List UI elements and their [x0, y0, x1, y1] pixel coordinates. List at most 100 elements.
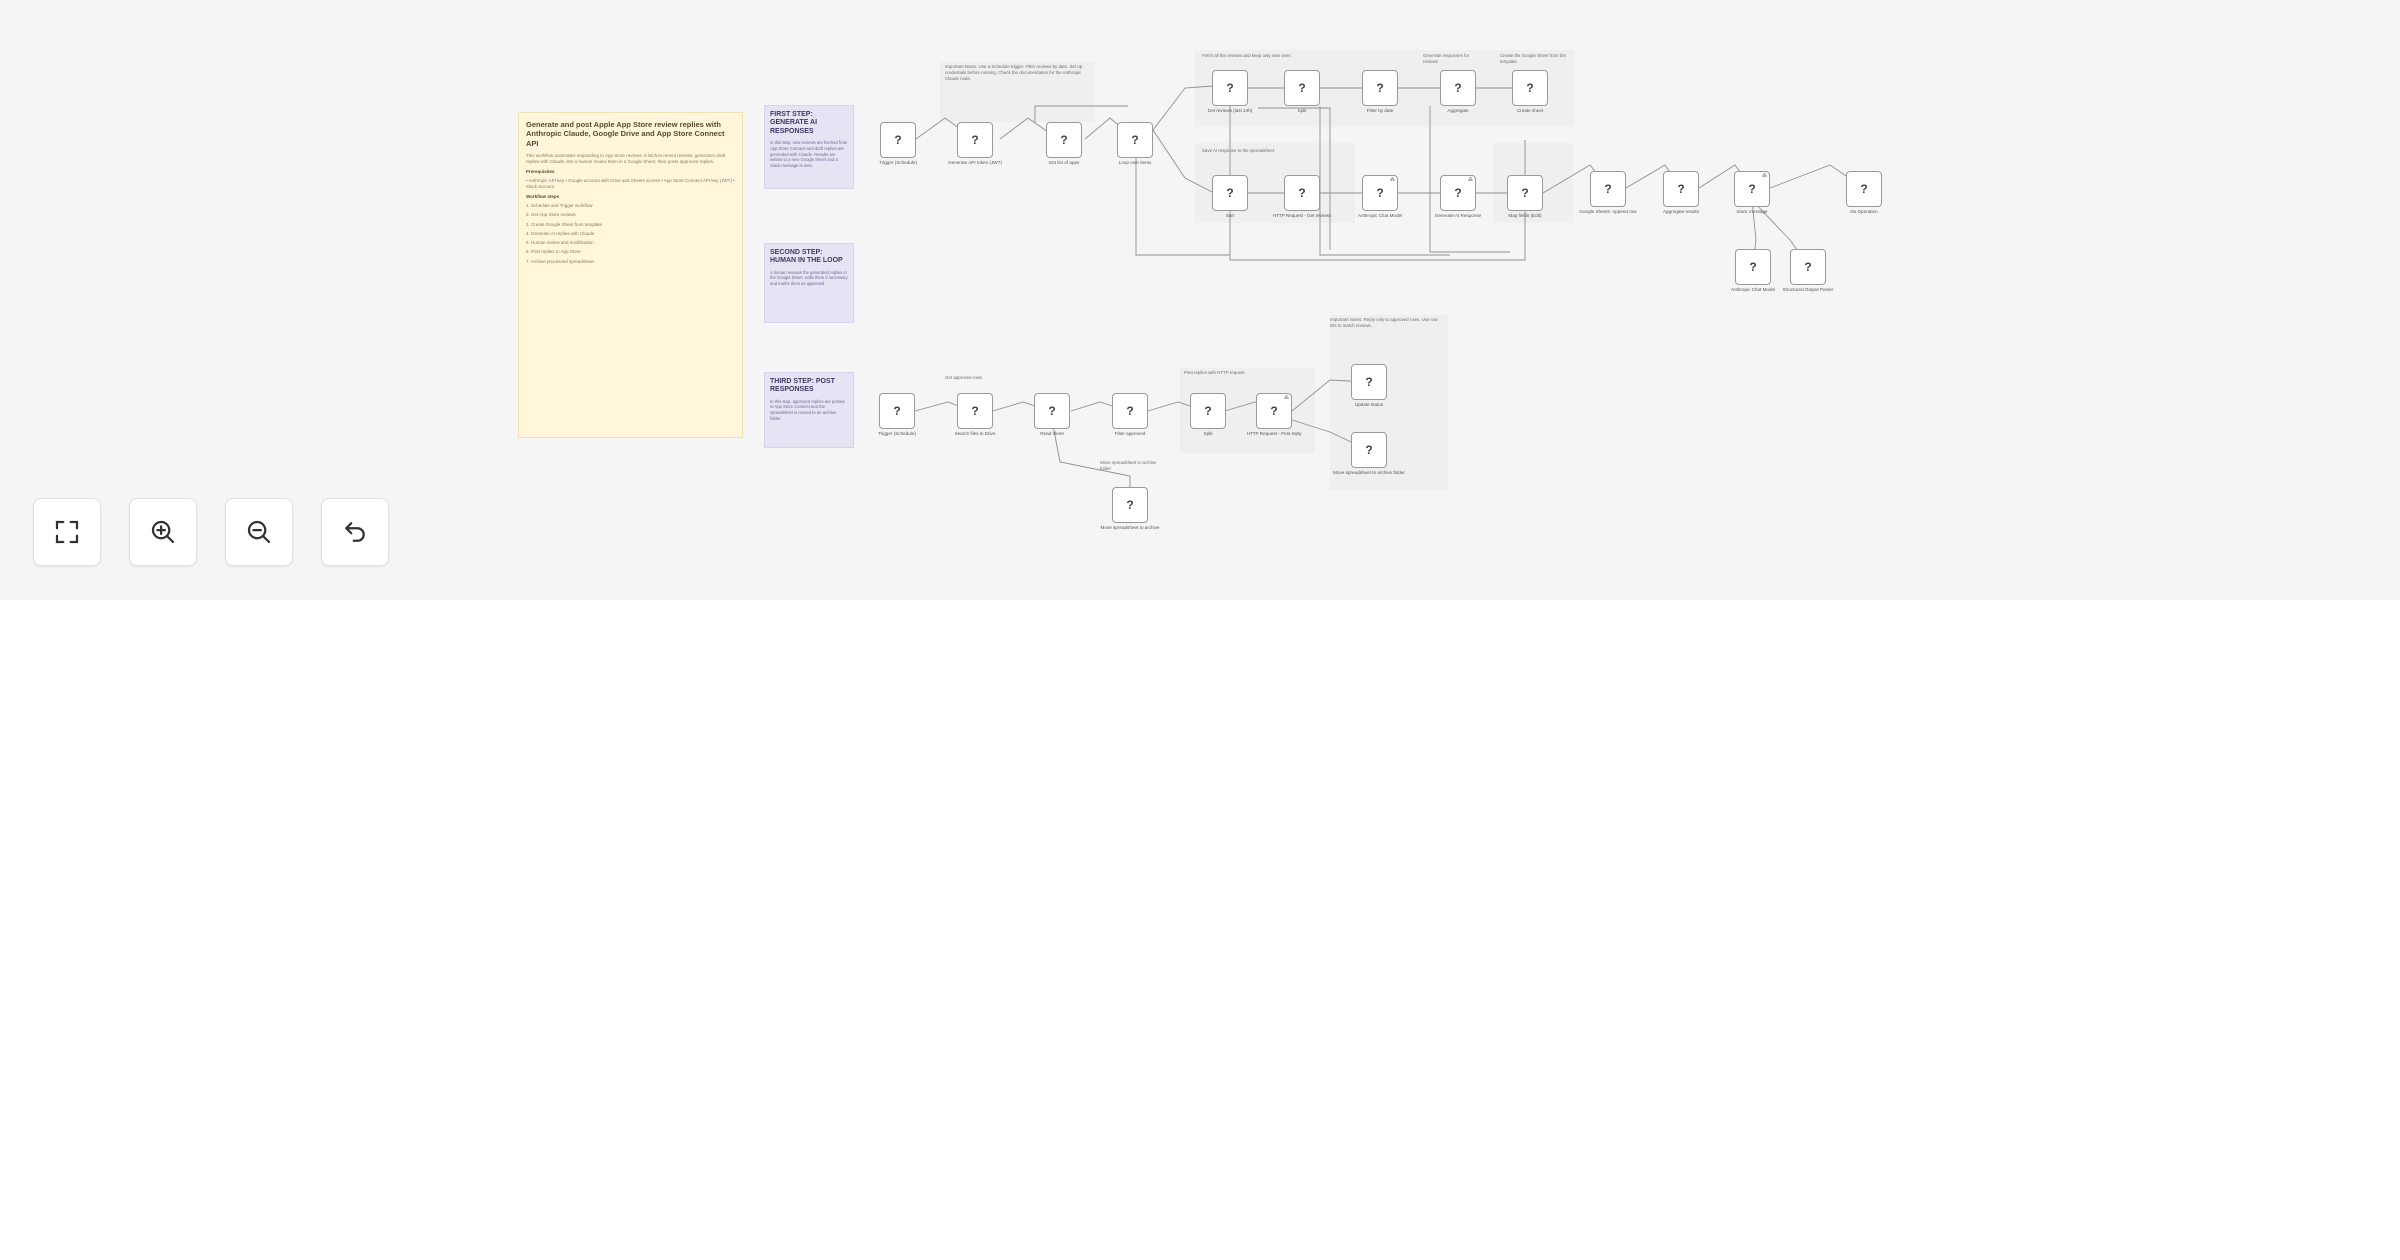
workflow-node[interactable]: ? [1590, 171, 1626, 207]
step-note-second[interactable]: SECOND STEP: HUMAN IN THE LOOP A human r… [764, 243, 854, 323]
step-body: In this step, new reviews are fetched fr… [770, 140, 848, 168]
note-line: 7. Archive processed spreadsheet [526, 258, 594, 264]
workflow-node[interactable]: ? [1046, 122, 1082, 158]
unknown-node-icon: ? [1454, 186, 1462, 200]
workflow-node[interactable]: ?⁂ [1362, 175, 1398, 211]
workflow-node[interactable]: ? [1507, 175, 1543, 211]
unknown-node-icon: ? [1126, 404, 1134, 418]
node-label: Aggregate [1447, 108, 1469, 113]
workflow-node[interactable]: ? [1790, 249, 1826, 285]
step-note-third[interactable]: THIRD STEP: POST RESPONSES In this step,… [764, 372, 854, 448]
unknown-node-icon: ? [1298, 186, 1306, 200]
note-line: Prerequisites [526, 168, 555, 174]
node-label: Filter approved [1114, 431, 1146, 436]
fit-view-button[interactable] [33, 498, 101, 566]
node-label: Anthropic Chat Model [1357, 213, 1403, 218]
workflow-node[interactable]: ? [1284, 175, 1320, 211]
unknown-node-icon: ? [971, 404, 979, 418]
node-label: HTTP Request - Post reply [1246, 431, 1302, 436]
node-label: Slack message [1736, 209, 1768, 214]
note-line: 3. Create Google Sheet from template [526, 221, 603, 227]
unknown-node-icon: ? [893, 404, 901, 418]
unknown-node-icon: ? [1204, 404, 1212, 418]
workflow-node[interactable]: ? [880, 122, 916, 158]
workflow-node[interactable]: ? [1440, 70, 1476, 106]
node-badge: ⁂ [1468, 177, 1473, 183]
node-label: Generate AI Response [1434, 213, 1482, 218]
node-label: Get list of apps [1048, 160, 1080, 165]
node-label: Google Sheets: Append row [1579, 209, 1637, 214]
workflow-node[interactable]: ? [957, 393, 993, 429]
workflow-node[interactable]: ? [1212, 175, 1248, 211]
workflow-canvas[interactable]: Generate and post Apple App Store review… [0, 0, 2400, 600]
workflow-node[interactable]: ?⁂ [1256, 393, 1292, 429]
node-label: Read sheet [1040, 431, 1064, 436]
node-badge: ⁂ [1284, 395, 1289, 401]
unknown-node-icon: ? [1270, 404, 1278, 418]
annotation-panel [1330, 315, 1448, 490]
workflow-node[interactable]: ? [1112, 393, 1148, 429]
note-line: 6. Post replies to App Store [526, 249, 581, 255]
step-body: A human reviews the generated replies in… [770, 269, 848, 287]
unknown-node-icon: ? [1365, 443, 1373, 457]
workflow-description-note: Generate and post Apple App Store review… [518, 112, 743, 438]
workflow-node[interactable]: ? [1117, 122, 1153, 158]
undo-button[interactable] [321, 498, 389, 566]
node-label: Loop over items [1118, 160, 1152, 165]
unknown-node-icon: ? [1749, 260, 1757, 274]
workflow-node[interactable]: ? [1351, 432, 1387, 468]
note-line: 5. Human review and modification [526, 240, 594, 246]
node-label: Move spreadsheet to archive [1100, 525, 1160, 530]
annotation-get-approved: Get approved rows [945, 375, 983, 380]
note-line: 2. Get App Store reviews [526, 212, 576, 218]
step-note-first[interactable]: FIRST STEP: GENERATE AI RESPONSES In thi… [764, 105, 854, 189]
workflow-node[interactable]: ? [1512, 70, 1548, 106]
unknown-node-icon: ? [1060, 133, 1068, 147]
unknown-node-icon: ? [1131, 133, 1139, 147]
step-title: FIRST STEP: GENERATE AI RESPONSES [770, 111, 818, 135]
node-label: Get reviews (last 24h) [1207, 108, 1253, 113]
node-label: Trigger (Schedule) [879, 160, 917, 165]
unknown-node-icon: ? [1376, 186, 1384, 200]
unknown-node-icon: ? [1526, 81, 1534, 95]
node-label: Split [1297, 108, 1307, 113]
undo-icon [345, 522, 365, 542]
workflow-node[interactable]: ? [1735, 249, 1771, 285]
workflow-node[interactable]: ? [879, 393, 915, 429]
workflow-node[interactable]: ? [1284, 70, 1320, 106]
step-title: THIRD STEP: POST RESPONSES [770, 378, 835, 394]
note-body: This workflow automates responding to Ap… [526, 153, 735, 265]
note-line: • Anthropic API key • Google account wit… [526, 178, 735, 190]
node-label: Generate API token (JWT) [948, 160, 1002, 165]
workflow-node[interactable]: ? [1351, 364, 1387, 400]
workflow-node[interactable]: ? [1212, 70, 1248, 106]
annotation-move-archive: Move spreadsheet to archive folder [1100, 460, 1157, 471]
workflow-node[interactable]: ? [1112, 487, 1148, 523]
unknown-node-icon: ? [1048, 404, 1056, 418]
node-label: Search files in Drive [954, 431, 996, 436]
unknown-node-icon: ? [1126, 498, 1134, 512]
workflow-node[interactable]: ?⁂ [1440, 175, 1476, 211]
unknown-node-icon: ? [1365, 375, 1373, 389]
unknown-node-icon: ? [1804, 260, 1812, 274]
node-label: Aggregate results [1662, 209, 1699, 214]
annotation-fetch-reviews: Fetch all the reviews and keep only new … [1202, 53, 1291, 58]
node-badge: ⁂ [1390, 177, 1395, 183]
note-line: 4. Generate AI replies with Claude [526, 230, 595, 236]
workflow-node[interactable]: ?⁂ [1734, 171, 1770, 207]
workflow-node[interactable]: ? [1034, 393, 1070, 429]
unknown-node-icon: ? [971, 133, 979, 147]
note-line: Workflow steps [526, 193, 560, 199]
zoom-out-button[interactable] [225, 498, 293, 566]
unknown-node-icon: ? [1604, 182, 1612, 196]
workflow-node[interactable]: ? [1362, 70, 1398, 106]
workflow-node[interactable]: ? [957, 122, 993, 158]
node-label: Move spreadsheet to archive folder [1333, 470, 1405, 475]
zoom-in-button[interactable] [129, 498, 197, 566]
workflow-node[interactable]: ? [1190, 393, 1226, 429]
workflow-node[interactable]: ? [1663, 171, 1699, 207]
workflow-node[interactable]: ? [1846, 171, 1882, 207]
node-label: Sort [1225, 213, 1235, 218]
zoom-in-icon [151, 520, 175, 544]
node-label: Trigger (Schedule) [878, 431, 916, 436]
